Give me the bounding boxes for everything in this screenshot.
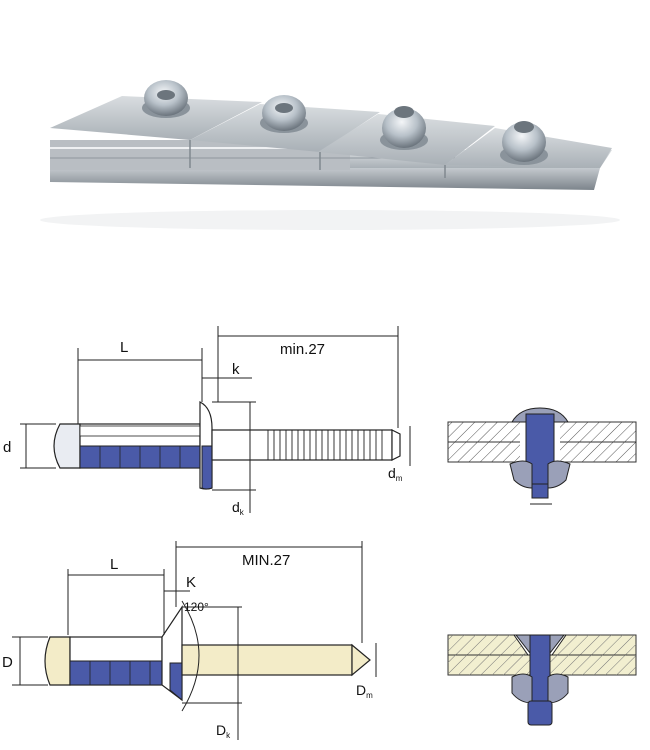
rivet-body-top — [53, 401, 213, 490]
mandrel-bottom — [181, 643, 371, 677]
dimensions-bottom — [12, 541, 377, 740]
label-min-top: min.27 — [280, 341, 325, 358]
label-D-bottom: D — [2, 654, 13, 671]
label-Dm-bottom: Dm — [356, 682, 373, 700]
rivet-head-4 — [500, 121, 548, 165]
label-L-top: L — [120, 339, 128, 356]
label-angle-bottom: 120° — [184, 600, 209, 614]
label-K-bottom: K — [186, 574, 196, 591]
installed-countersunk-rivet-section — [447, 634, 637, 726]
label-k-top: k — [232, 361, 240, 378]
plate-bottom-edge — [50, 168, 600, 190]
dimensions-top — [20, 326, 411, 513]
installed-dome-rivet-section — [447, 407, 637, 505]
label-dk-top: dk — [232, 499, 245, 517]
label-dm-top: dm — [388, 465, 403, 483]
product-photo — [40, 80, 620, 230]
rivet-body-bottom — [44, 605, 183, 702]
rivet-head-2 — [260, 95, 308, 133]
label-min-bottom: MIN.27 — [242, 552, 290, 569]
label-L-bottom: L — [110, 556, 118, 573]
dome-rivet-drawing: L min.27 k d dm dk — [3, 326, 411, 517]
rivet-head-1 — [142, 80, 190, 118]
label-d-top: d — [3, 439, 11, 456]
rivet-head-3 — [380, 106, 428, 150]
label-Dk-bottom: Dk — [216, 722, 231, 740]
plate-1 — [50, 96, 262, 140]
countersunk-rivet-drawing: L MIN.27 K 120° D Dm Dk — [2, 541, 377, 740]
mandrel-top — [211, 429, 401, 461]
